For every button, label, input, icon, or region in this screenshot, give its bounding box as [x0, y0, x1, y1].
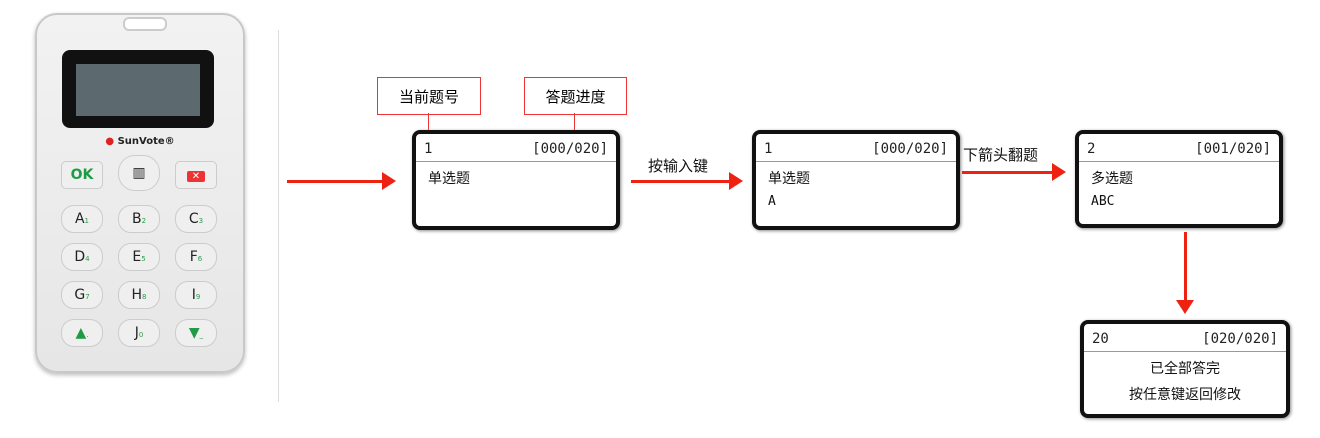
key-sublabel: 4 — [85, 255, 90, 263]
arrow-right — [287, 172, 396, 190]
key-f[interactable]: F6 — [175, 243, 217, 271]
key-h[interactable]: H8 — [118, 281, 160, 309]
label-progress: 答题进度 — [524, 77, 627, 115]
key-b[interactable]: B2 — [118, 205, 160, 233]
step-down-arrow: 下箭头翻题 — [963, 146, 1039, 164]
key-d[interactable]: D4 — [61, 243, 103, 271]
divider — [278, 30, 279, 402]
key-label: J — [134, 325, 139, 341]
label-current-question: 当前题号 — [377, 77, 481, 115]
key-sublabel: . — [86, 331, 89, 339]
key-label: F — [189, 249, 198, 265]
screen-3: 2[001/020] 多选题 ABC — [1075, 130, 1283, 228]
key-sublabel: 6 — [197, 255, 203, 263]
key-label: ▲ — [75, 325, 87, 341]
lcd-display — [62, 50, 214, 128]
key-label: E — [132, 249, 142, 265]
lanyard-hole — [123, 17, 167, 31]
key-sublabel: 9 — [195, 293, 201, 301]
key-sublabel: 8 — [142, 293, 147, 301]
key-e[interactable]: E5 — [118, 243, 160, 271]
arrow-down — [1184, 232, 1187, 302]
key-menu[interactable]: ▥ — [118, 155, 160, 191]
key-label: G — [74, 287, 86, 303]
key-label: ▥ — [132, 165, 146, 181]
key-label: I — [191, 287, 196, 303]
key-sublabel: 0 — [138, 331, 144, 339]
key-a[interactable]: A1 — [61, 205, 103, 233]
screen-1: 1[000/020] 单选题 — [412, 130, 620, 230]
key-label: ▼ — [188, 325, 200, 341]
key-up[interactable]: ▲. — [61, 319, 103, 347]
key-sublabel: 1 — [84, 217, 90, 225]
key-label: A — [74, 211, 85, 227]
key-sublabel: 2 — [141, 217, 147, 225]
key-j[interactable]: J0 — [118, 319, 160, 347]
key-label: OK — [70, 167, 94, 183]
key-c[interactable]: C3 — [175, 205, 217, 233]
key-sublabel: 7 — [85, 293, 90, 301]
key-label: B — [131, 211, 142, 227]
key-sublabel: _ — [199, 331, 204, 339]
key-label: C — [188, 211, 199, 227]
key-label: ✕ — [186, 171, 206, 182]
key-label: D — [74, 249, 86, 265]
arrow-right — [631, 172, 743, 190]
screen-2: 1[000/020] 单选题 A — [752, 130, 960, 230]
key-delete[interactable]: ✕ — [175, 161, 217, 189]
step-press-enter: 按输入键 — [648, 157, 709, 175]
key-g[interactable]: G7 — [61, 281, 103, 309]
brand-logo: ● SunVote® — [105, 136, 175, 147]
key-down[interactable]: ▼_ — [175, 319, 217, 347]
arrow-down-head — [1176, 300, 1194, 314]
key-label: H — [131, 287, 143, 303]
key-sublabel: 3 — [198, 217, 204, 225]
key-ok[interactable]: OK — [61, 161, 103, 189]
key-i[interactable]: I9 — [175, 281, 217, 309]
arrow-right — [962, 163, 1066, 181]
key-sublabel: 5 — [141, 255, 146, 263]
screen-4: 20[020/020] 已全部答完 按任意键返回修改 — [1080, 320, 1290, 418]
